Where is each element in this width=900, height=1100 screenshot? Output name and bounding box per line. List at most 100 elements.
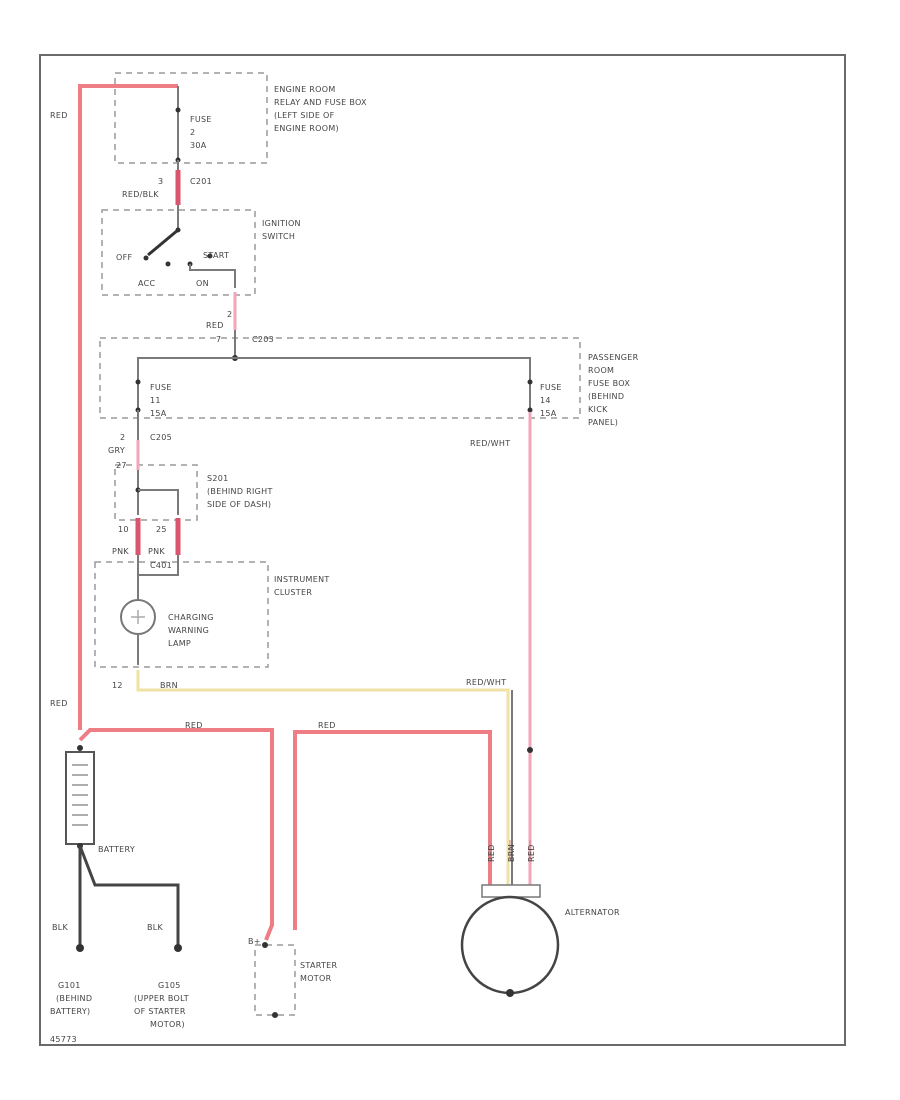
g105-label-1: G105: [158, 981, 181, 990]
c203-label: C203: [252, 335, 274, 344]
red-alternator-wire: [293, 730, 492, 930]
passenger-label-6: PANEL): [588, 418, 618, 427]
switch-start-label: START: [203, 251, 229, 260]
fuse11-number: 11: [150, 396, 161, 405]
blk-label-1: BLK: [52, 923, 69, 932]
red-label-left-bottom: RED: [50, 699, 68, 708]
battery-positive-terminal: [77, 745, 83, 751]
s201-label-1: S201: [207, 474, 229, 483]
red-main-feed-wire: [78, 84, 178, 730]
s201-branch: [138, 489, 179, 515]
passenger-label-1: PASSENGER: [588, 353, 639, 362]
c205-label: C205: [150, 433, 172, 442]
pnk-label-1: PNK: [112, 547, 129, 556]
battery-label: BATTERY: [98, 845, 135, 854]
red-wht-junction: [527, 747, 533, 753]
passenger-box-label: PASSENGER ROOM FUSE BOX (BEHIND KICK PAN…: [588, 353, 639, 427]
engine-box-label-3: (LEFT SIDE OF: [274, 111, 335, 120]
battery-cells: [72, 764, 88, 826]
alternator-icon: [460, 895, 560, 995]
switch-acc-label: ACC: [138, 279, 156, 288]
passenger-label-3: FUSE BOX: [588, 379, 630, 388]
lamp-label-1: CHARGING: [168, 613, 214, 622]
red-blk-label: RED/BLK: [122, 190, 159, 199]
ign-pin-label: 2: [227, 310, 232, 319]
red-label-mid-2: RED: [318, 721, 336, 730]
fuse11-rating: 15A: [150, 409, 167, 418]
c401-label: C401: [150, 561, 172, 570]
ground-g101-icon: [76, 944, 84, 952]
ignition-switch-outline: [101, 209, 256, 296]
g101-label-3: BATTERY): [50, 1007, 90, 1016]
switch-off-contact: [143, 255, 149, 261]
brn-label: BRN: [160, 681, 178, 690]
diagram-code: 45773: [50, 1035, 77, 1044]
red-wht-label-1: RED/WHT: [470, 439, 510, 448]
fuse2-label: FUSE: [190, 115, 212, 124]
fuse14-terminal-bottom: [527, 407, 533, 413]
pin25-label: 25: [156, 525, 167, 534]
starter-b-terminal: [262, 942, 268, 948]
alternator-pin-marks: [489, 840, 531, 860]
ignition-label-2: SWITCH: [262, 232, 295, 241]
ignition-switch-contact-arm: [147, 228, 179, 257]
engine-box-label-4: ENGINE ROOM): [274, 124, 339, 133]
starter-label-2: MOTOR: [300, 974, 332, 983]
cluster-label-1: INSTRUMENT: [274, 575, 330, 584]
passenger-label-5: KICK: [588, 405, 608, 414]
starter-pin-label: B+: [248, 937, 261, 946]
switch-off-label: OFF: [116, 253, 132, 262]
c201-label: C201: [190, 177, 212, 186]
alternator-ground: [506, 989, 514, 997]
fuse2-rating: 30A: [190, 141, 207, 150]
pin12-label: 12: [112, 681, 123, 690]
fuse14-rating: 15A: [540, 409, 557, 418]
instrument-cluster-outline: [94, 561, 269, 668]
cluster-feed-2: [138, 555, 179, 576]
battery-icon: [65, 751, 95, 845]
alternator-pin2-label: BRN: [507, 844, 516, 862]
switch-on-label: ON: [196, 279, 209, 288]
blk-label-2: BLK: [147, 923, 164, 932]
splice-s201-outline: [114, 464, 198, 521]
g105-label-3: OF STARTER: [134, 1007, 186, 1016]
fuse2-number: 2: [190, 128, 195, 137]
cluster-label-2: CLUSTER: [274, 588, 312, 597]
engine-box-label-2: RELAY AND FUSE BOX: [274, 98, 367, 107]
gry-wire-label: GRY: [108, 446, 125, 455]
pnk-label-2: PNK: [148, 547, 165, 556]
g101-label-2: (BEHIND: [56, 994, 92, 1003]
fuse11-label: FUSE: [150, 383, 172, 392]
alternator-pin3-label: RED: [527, 844, 536, 862]
red-label-mid-1: RED: [185, 721, 203, 730]
engine-box-label: ENGINE ROOM RELAY AND FUSE BOX (LEFT SID…: [274, 85, 367, 133]
lamp-label-2: WARNING: [168, 626, 209, 635]
c201-pin-label: 3: [158, 177, 163, 186]
red-label-left-top: RED: [50, 111, 68, 120]
ignition-on-output: [189, 264, 236, 288]
diagram-frame: [39, 54, 846, 1046]
c205-pin-label: 2: [120, 433, 125, 442]
passenger-label-2: ROOM: [588, 366, 614, 375]
blk-ground-wire-2: [78, 845, 180, 945]
brn-wire: [136, 670, 510, 888]
red-ign-label: RED: [206, 321, 224, 330]
passenger-fuse-bus: [137, 357, 531, 380]
s201-pin-label: 27: [116, 461, 127, 470]
starter-label-1: STARTER: [300, 961, 338, 970]
s201-label-3: SIDE OF DASH): [207, 500, 271, 509]
lamp-label-3: LAMP: [168, 639, 191, 648]
c203-pin-label: 7: [216, 335, 221, 344]
fuse14-label: FUSE: [540, 383, 562, 392]
fuse2-terminal-top: [175, 107, 181, 113]
red-starter-wire: [78, 728, 274, 941]
switch-pivot: [175, 227, 181, 233]
alternator-connector: [481, 884, 541, 898]
g105-label-2: (UPPER BOLT: [134, 994, 189, 1003]
lamp-filament: [131, 610, 145, 624]
g101-label-1: G101: [58, 981, 81, 990]
switch-acc-contact: [165, 261, 171, 267]
fuse14-terminal-top: [527, 379, 533, 385]
